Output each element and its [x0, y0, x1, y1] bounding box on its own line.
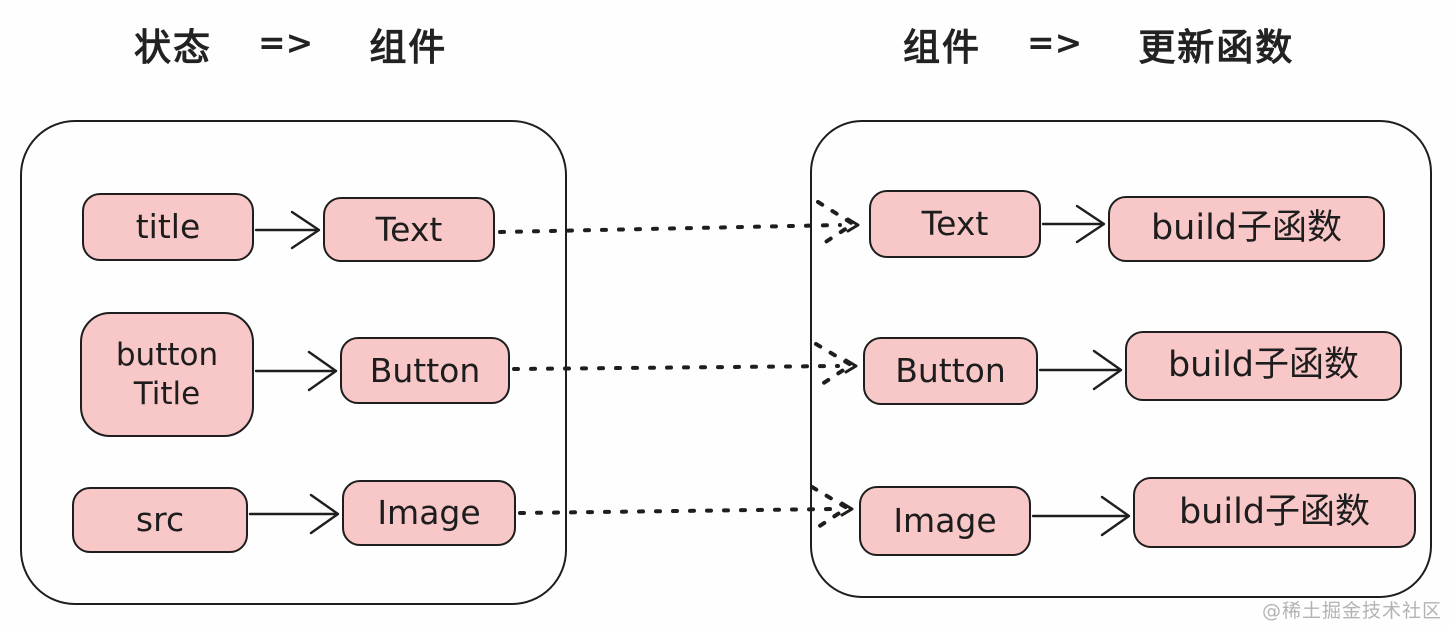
node-button-left: Button [340, 337, 510, 404]
node-button-title: button Title [80, 312, 254, 437]
right-header-lhs: 组件 [903, 26, 981, 69]
right-header: 组件 => 更新函数 [903, 20, 1295, 70]
node-image-right: Image [859, 486, 1031, 556]
node-image-left: Image [342, 480, 516, 546]
left-header: 状态 => 组件 [134, 20, 448, 70]
node-build-fn-1: build子函数 [1108, 196, 1385, 262]
right-header-arrow-icon: => [1027, 22, 1083, 62]
left-header-arrow-icon: => [258, 22, 314, 62]
component-to-update-panel [810, 120, 1432, 598]
node-build-fn-2: build子函数 [1125, 331, 1402, 401]
node-build-fn-3: build子函数 [1133, 477, 1416, 548]
right-header-rhs: 更新函数 [1138, 26, 1295, 69]
node-button-right: Button [863, 337, 1038, 405]
watermark: @稀土掘金技术社区 [1261, 600, 1442, 622]
dotted-arrow-image [518, 485, 854, 533]
node-src: src [72, 487, 248, 553]
node-text-right: Text [869, 190, 1041, 258]
left-header-rhs: 组件 [369, 26, 448, 69]
node-title: title [82, 193, 254, 261]
node-text-left: Text [323, 197, 495, 262]
state-to-component-panel [20, 120, 567, 605]
left-header-lhs: 状态 [134, 26, 212, 69]
